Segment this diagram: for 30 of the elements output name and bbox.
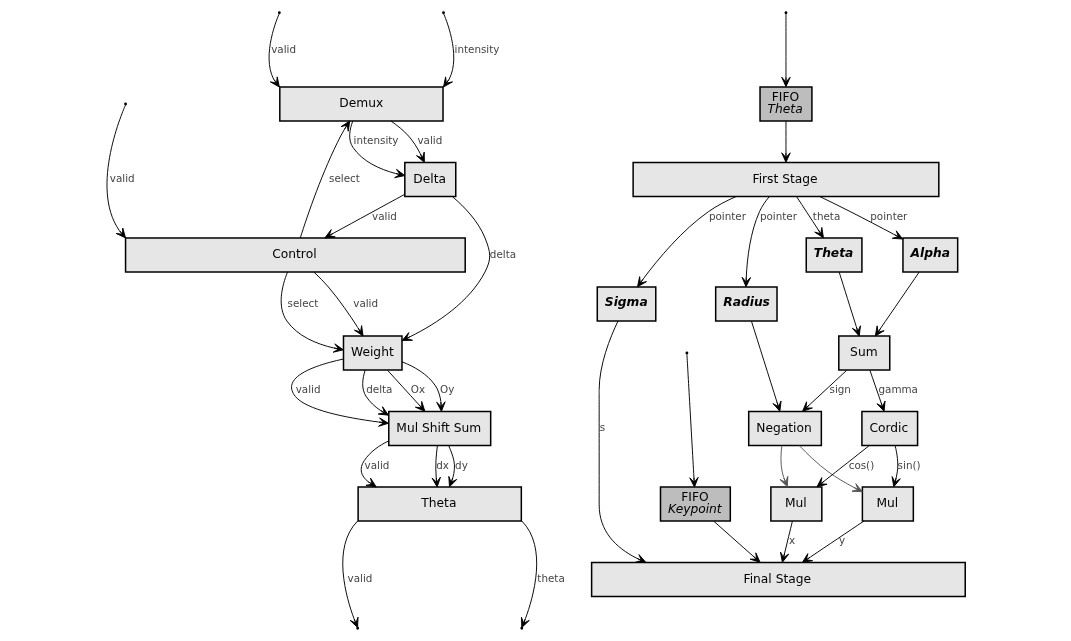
edge-label: valid [270, 42, 296, 55]
edge-label: cos() [848, 458, 874, 471]
edge-label: intensity [353, 134, 398, 147]
edge-label: valid [416, 134, 442, 147]
edge-label: dx [435, 458, 449, 471]
edge-label: dy [454, 458, 468, 471]
edge-label: select [328, 172, 360, 185]
edge-label: valid [347, 572, 372, 585]
edge-label: select [287, 296, 318, 309]
edge-label: valid [295, 383, 321, 396]
edge-label: sign [829, 383, 851, 396]
edge-label: theta [812, 209, 840, 222]
edge-label: valid [371, 209, 397, 222]
edge-label: Oy [439, 383, 454, 396]
edge-label: y [838, 534, 845, 547]
edge-label: pointer [869, 209, 907, 222]
edge-label: gamma [878, 383, 918, 396]
edge-label: x [788, 534, 795, 547]
edge-label: theta [536, 572, 565, 585]
edge-label: valid [352, 296, 378, 309]
edge-label: s [599, 421, 605, 434]
edge-label: valid [364, 458, 389, 471]
edge-label: valid [109, 172, 135, 185]
edge-label: delta [365, 383, 392, 396]
edge-label: delta [489, 247, 516, 260]
edge-label: sin() [897, 458, 921, 471]
edge-label: intensity [454, 42, 499, 55]
edge-label: pointer [759, 209, 797, 222]
edge-label: pointer [708, 209, 746, 222]
edge-label: Ox [410, 383, 425, 396]
